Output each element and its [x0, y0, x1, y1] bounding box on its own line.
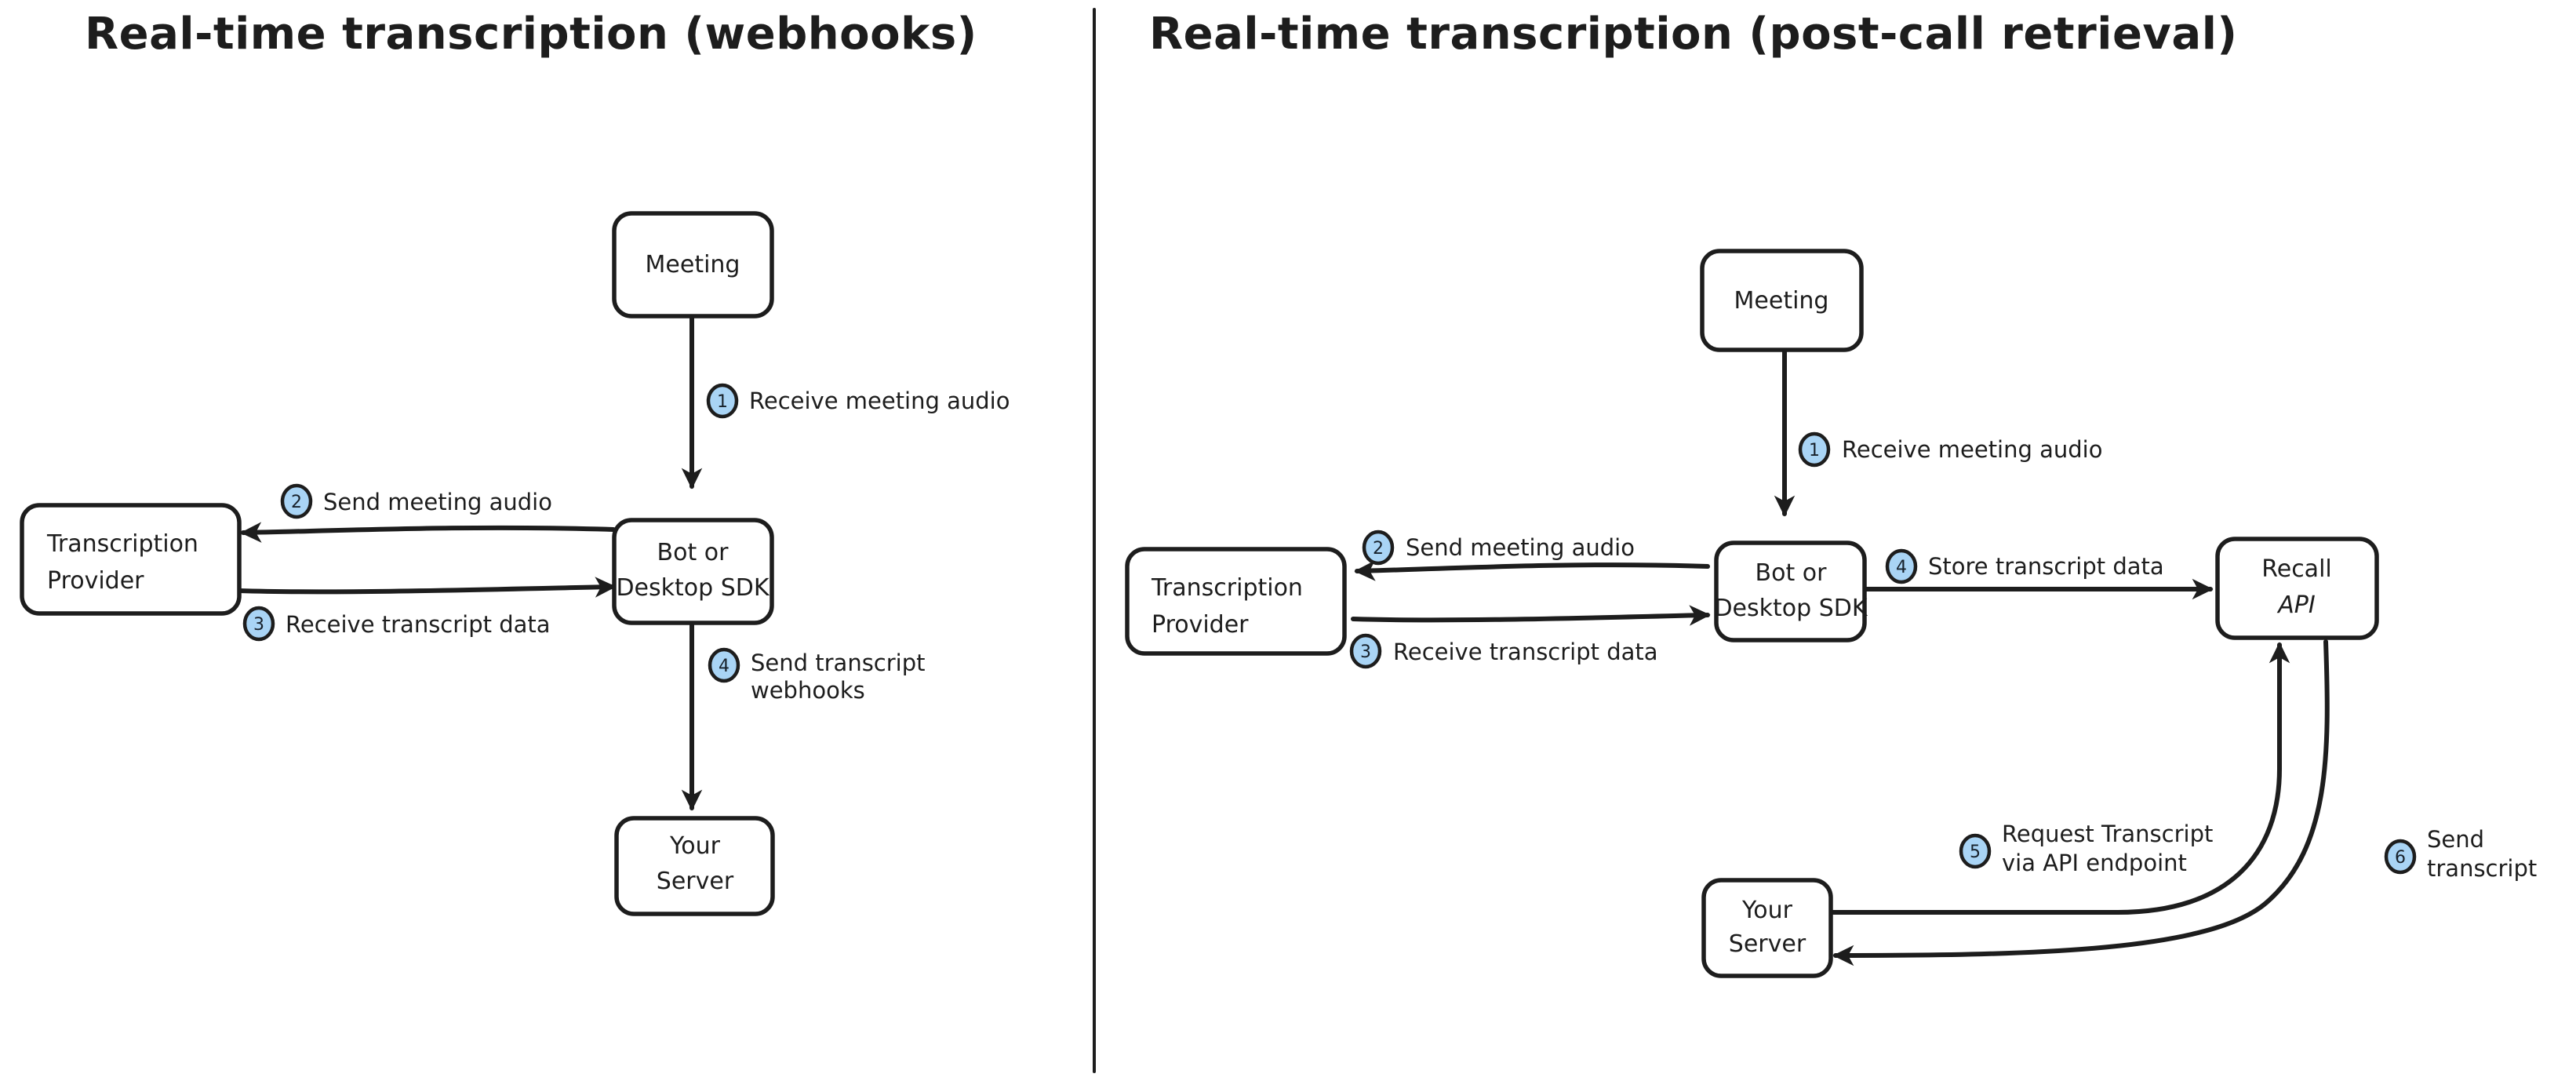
- edge-label-post-call-1-text: Receive meeting audio: [1842, 436, 2102, 463]
- edge-label-webhooks-1-text: Receive meeting audio: [749, 388, 1010, 414]
- step-badge-circle-icon: [1798, 431, 1831, 468]
- node-webhooks-meeting-box: [612, 211, 774, 318]
- step-badge-post-call-3: 3: [1360, 642, 1371, 662]
- node-post-call-provider-label-line2: Provider: [1152, 611, 1249, 639]
- step-badge-circle-icon: [1885, 548, 1918, 584]
- node-post-call-meeting[interactable]: Meeting: [1700, 249, 1864, 352]
- edge-label-webhooks-4-line1: Send transcript: [751, 650, 926, 676]
- step-badge-post-call-6: 6: [2395, 848, 2406, 868]
- step-badge-webhooks-4: 4: [719, 657, 730, 676]
- edge-label-post-call-6-line1: Send: [2427, 826, 2484, 853]
- step-badge-circle-icon: [1362, 530, 1395, 566]
- panel-title-post-call: Real-time transcription (post-call retri…: [1149, 9, 2238, 60]
- node-post-call-meeting-box: [1700, 249, 1864, 352]
- node-post-call-recall-box: [2215, 537, 2379, 640]
- node-post-call-provider[interactable]: Transcription Provider: [1125, 547, 1347, 656]
- node-post-call-server-box: [1701, 878, 1833, 978]
- node-post-call-bot[interactable]: Bot or Desktop SDK: [1714, 540, 1868, 642]
- edge-label-post-call-6-line2: transcript: [2427, 855, 2537, 882]
- step-badge-post-call-4: 4: [1896, 558, 1907, 577]
- node-webhooks-server[interactable]: Your Server: [614, 816, 775, 916]
- node-webhooks-server-label-line1: Your: [669, 832, 721, 860]
- edge-label-post-call-5: 5 Request Transcript via API endpoint: [1959, 821, 2213, 876]
- node-post-call-bot-label-line1: Bot or: [1756, 559, 1828, 587]
- edge-label-post-call-5-line2: via API endpoint: [2002, 850, 2187, 876]
- panel-title-webhooks: Real-time transcription (webhooks): [85, 9, 977, 60]
- edge-label-webhooks-4-line2: webhooks: [751, 677, 865, 704]
- step-badge-webhooks-3: 3: [253, 615, 264, 635]
- node-post-call-bot-label-line2: Desktop SDK: [1714, 595, 1868, 622]
- step-badge-circle-icon: [1959, 833, 1992, 869]
- edge-label-post-call-3-text: Receive transcript data: [1393, 639, 1658, 665]
- node-webhooks-bot-label-line2: Desktop SDK: [616, 574, 770, 602]
- node-post-call-recall[interactable]: Recall API: [2215, 537, 2379, 640]
- node-post-call-bot-box: [1714, 540, 1867, 642]
- node-webhooks-meeting-label: Meeting: [646, 251, 740, 278]
- step-badge-circle-icon: [2384, 839, 2417, 875]
- edge-post-call-3-provider-to-bot: [1351, 605, 1711, 626]
- node-post-call-server-label-line1: Your: [1741, 897, 1793, 924]
- node-webhooks-meeting[interactable]: Meeting: [612, 211, 774, 318]
- step-badge-post-call-5: 5: [1970, 843, 1981, 862]
- node-post-call-server[interactable]: Your Server: [1701, 878, 1833, 978]
- node-webhooks-provider-label-line2: Provider: [47, 567, 144, 595]
- node-post-call-recall-label-line2: API: [2276, 591, 2316, 619]
- edge-label-webhooks-2: 2 Send meeting audio: [280, 483, 552, 519]
- node-post-call-provider-label-line1: Transcription: [1151, 574, 1303, 602]
- edge-label-post-call-2-text: Send meeting audio: [1406, 534, 1635, 561]
- node-webhooks-server-label-line2: Server: [657, 868, 734, 895]
- panel-post-call: Meeting Bot or Desktop SDK Transcription…: [1125, 249, 2537, 978]
- step-badge-webhooks-2: 2: [291, 493, 302, 512]
- edge-post-call-6-recall-to-server: [1832, 639, 2330, 966]
- edge-post-call-5-server-to-recall: [1827, 642, 2290, 915]
- edge-post-call-2-bot-to-provider: [1354, 560, 1710, 581]
- edge-label-post-call-5-line1: Request Transcript: [2002, 821, 2213, 847]
- node-post-call-recall-label-line1: Recall: [2261, 555, 2332, 583]
- edge-label-post-call-4-text: Store transcript data: [1928, 553, 2164, 580]
- edge-label-webhooks-2-text: Send meeting audio: [323, 489, 552, 515]
- step-badge-circle-icon: [706, 383, 739, 419]
- edge-label-webhooks-4: 4 Send transcript webhooks: [708, 647, 926, 704]
- node-post-call-provider-box: [1125, 547, 1347, 656]
- edge-label-post-call-2: 2 Send meeting audio: [1362, 530, 1635, 566]
- node-webhooks-bot[interactable]: Bot or Desktop SDK: [612, 518, 774, 625]
- edge-label-post-call-4: 4 Store transcript data: [1885, 548, 2164, 584]
- edge-label-post-call-1: 1 Receive meeting audio: [1798, 431, 2102, 468]
- edge-label-webhooks-1: 1 Receive meeting audio: [706, 383, 1010, 419]
- edge-label-post-call-3: 3 Receive transcript data: [1349, 633, 1658, 669]
- node-webhooks-bot-box: [612, 518, 774, 625]
- node-webhooks-bot-label-line1: Bot or: [657, 539, 730, 566]
- node-webhooks-provider-label-line1: Transcription: [46, 530, 198, 558]
- node-webhooks-provider-box: [20, 503, 242, 616]
- edge-label-webhooks-3: 3 Receive transcript data: [242, 606, 551, 642]
- step-badge-webhooks-1: 1: [717, 392, 728, 412]
- step-badge-post-call-2: 2: [1373, 539, 1384, 559]
- edge-webhooks-3-provider-to-bot: [237, 577, 617, 598]
- edge-label-webhooks-3-text: Receive transcript data: [286, 611, 551, 638]
- node-webhooks-provider[interactable]: Transcription Provider: [20, 503, 242, 616]
- panel-webhooks: Meeting Bot or Desktop SDK Transcription…: [20, 211, 1010, 916]
- step-badge-circle-icon: [280, 483, 313, 519]
- edge-webhooks-2-bot-to-provider: [240, 522, 616, 543]
- step-badge-circle-icon: [1349, 633, 1382, 669]
- node-post-call-server-label-line2: Server: [1729, 930, 1806, 958]
- step-badge-circle-icon: [708, 647, 740, 683]
- edge-label-post-call-6: 6 Send transcript: [2384, 826, 2537, 882]
- step-badge-circle-icon: [242, 606, 275, 642]
- step-badge-post-call-1: 1: [1809, 441, 1820, 460]
- node-webhooks-server-box: [614, 816, 775, 916]
- node-post-call-meeting-label: Meeting: [1734, 287, 1829, 315]
